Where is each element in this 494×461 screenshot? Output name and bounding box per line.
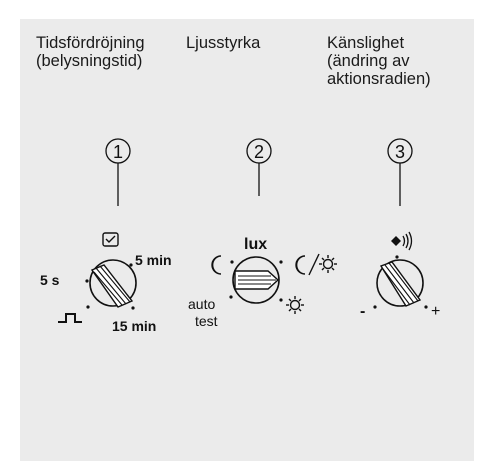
label-5s: 5 s bbox=[40, 272, 60, 288]
brightness-dial[interactable]: lux bbox=[188, 236, 337, 329]
heading-brightness: Ljusstyrka bbox=[186, 34, 261, 52]
pulse-icon bbox=[58, 313, 82, 323]
timer-icon bbox=[102, 232, 119, 247]
callout-number-1: 1 bbox=[113, 142, 123, 162]
sensitivity-dial[interactable]: - + bbox=[360, 231, 440, 320]
callout-number-2: 2 bbox=[254, 142, 264, 162]
heading-sensitivity: Känslighet (ändring av aktionsradien) bbox=[327, 34, 431, 88]
callout-3: 3 bbox=[387, 138, 413, 206]
callout-1: 1 bbox=[105, 138, 131, 206]
label-minus: - bbox=[360, 303, 365, 320]
label-lux: lux bbox=[244, 236, 267, 253]
dial-pointer bbox=[234, 270, 280, 290]
label-plus: + bbox=[431, 303, 440, 320]
label-test: test bbox=[195, 313, 218, 329]
callout-number-3: 3 bbox=[395, 142, 405, 162]
label-15min: 15 min bbox=[112, 318, 156, 334]
heading-time-delay: Tidsfördröjning (belysningstid) bbox=[36, 34, 145, 70]
label-5min: 5 min bbox=[135, 252, 172, 268]
time-delay-dial[interactable]: 5 s 5 min 15 min bbox=[40, 232, 172, 334]
callout-2: 2 bbox=[246, 138, 272, 196]
moon-sun-icon bbox=[295, 253, 337, 276]
dial-pointer bbox=[379, 261, 422, 307]
moon-icon bbox=[211, 255, 222, 275]
label-auto: auto bbox=[188, 296, 215, 312]
motion-sensor-icon bbox=[391, 231, 413, 251]
sun-icon bbox=[286, 296, 304, 314]
dial-pointer bbox=[90, 264, 134, 308]
